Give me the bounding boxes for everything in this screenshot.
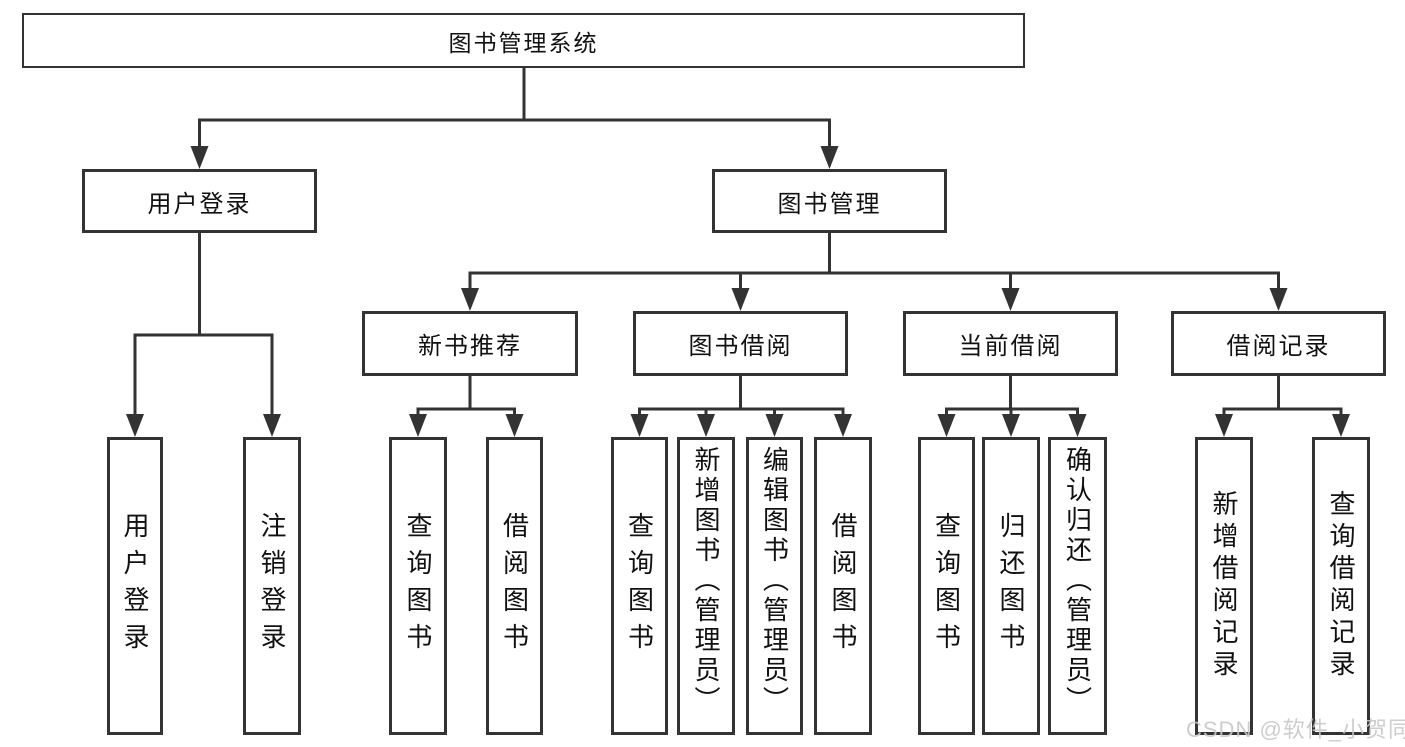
leaf-edit-books-admin: 编辑图书（管理员） [746, 437, 803, 735]
connector-book-borrow-to-children [638, 376, 845, 420]
connector-new-book-rec-to-children [416, 376, 516, 420]
leaf-borrow-books-1: 借阅图书 [486, 437, 543, 735]
leaf-confirm-return-admin-label: 确认归还（管理员） [1062, 446, 1093, 716]
leaf-query-books-1-label: 查询图书 [403, 512, 433, 660]
leaf-logout-label: 注销登录 [257, 512, 287, 660]
node-user-login: 用户登录 [82, 169, 317, 233]
leaf-query-borrow-record: 查询借阅记录 [1312, 437, 1370, 735]
node-new-book-rec-label: 新书推荐 [418, 333, 522, 360]
node-borrow-records-label: 借阅记录 [1226, 333, 1331, 360]
leaf-query-books-2-label: 查询图书 [624, 512, 655, 660]
leaf-borrow-books-2-label: 借阅图书 [828, 512, 858, 660]
node-book-borrow-label: 图书借阅 [688, 333, 793, 360]
leaf-borrow-books-1-label: 借阅图书 [499, 512, 530, 660]
arrowheads [126, 146, 1350, 437]
leaf-query-borrow-record-label: 查询借阅记录 [1326, 490, 1356, 682]
connector-root-to-level2 [198, 68, 831, 150]
node-book-mgmt: 图书管理 [712, 169, 947, 233]
connector-borrow-records-to-children [1222, 376, 1343, 420]
connector-current-borrow-to-children [945, 376, 1079, 420]
node-root: 图书管理系统 [22, 13, 1025, 68]
leaf-return-books-label: 归还图书 [996, 512, 1026, 660]
node-book-mgmt-label: 图书管理 [777, 190, 882, 218]
leaf-query-books-3: 查询图书 [918, 437, 975, 735]
leaf-query-books-3-label: 查询图书 [931, 512, 962, 660]
node-current-borrow-label: 当前借阅 [958, 333, 1063, 360]
leaf-add-borrow-record-label: 新增借阅记录 [1209, 490, 1239, 682]
leaf-user-login-label: 用户登录 [120, 512, 150, 660]
leaf-edit-books-admin-label: 编辑图书（管理员） [759, 446, 790, 716]
leaf-query-books-2: 查询图书 [611, 437, 668, 735]
leaf-add-borrow-record: 新增借阅记录 [1195, 437, 1253, 735]
leaf-add-books-admin-label: 新增图书（管理员） [691, 446, 721, 716]
node-current-borrow: 当前借阅 [903, 311, 1118, 376]
leaf-user-login: 用户登录 [107, 437, 163, 735]
node-user-login-label: 用户登录 [147, 190, 252, 218]
leaf-add-books-admin: 新增图书（管理员） [677, 437, 735, 735]
node-new-book-rec: 新书推荐 [362, 311, 578, 376]
leaf-return-books: 归还图书 [982, 437, 1040, 735]
node-book-borrow: 图书借阅 [633, 311, 848, 376]
csdn-watermark: CSDN @软件_小贺同学 [1186, 717, 1405, 742]
leaf-query-books-1: 查询图书 [389, 437, 447, 735]
node-root-label: 图书管理系统 [448, 29, 599, 56]
leaf-confirm-return-admin: 确认归还（管理员） [1048, 437, 1107, 735]
leaf-borrow-books-2: 借阅图书 [814, 437, 872, 735]
leaf-logout: 注销登录 [243, 437, 301, 735]
connector-user-login-to-children [133, 233, 274, 418]
node-borrow-records: 借阅记录 [1171, 311, 1386, 376]
connector-book-mgmt-to-level3 [468, 233, 1280, 292]
